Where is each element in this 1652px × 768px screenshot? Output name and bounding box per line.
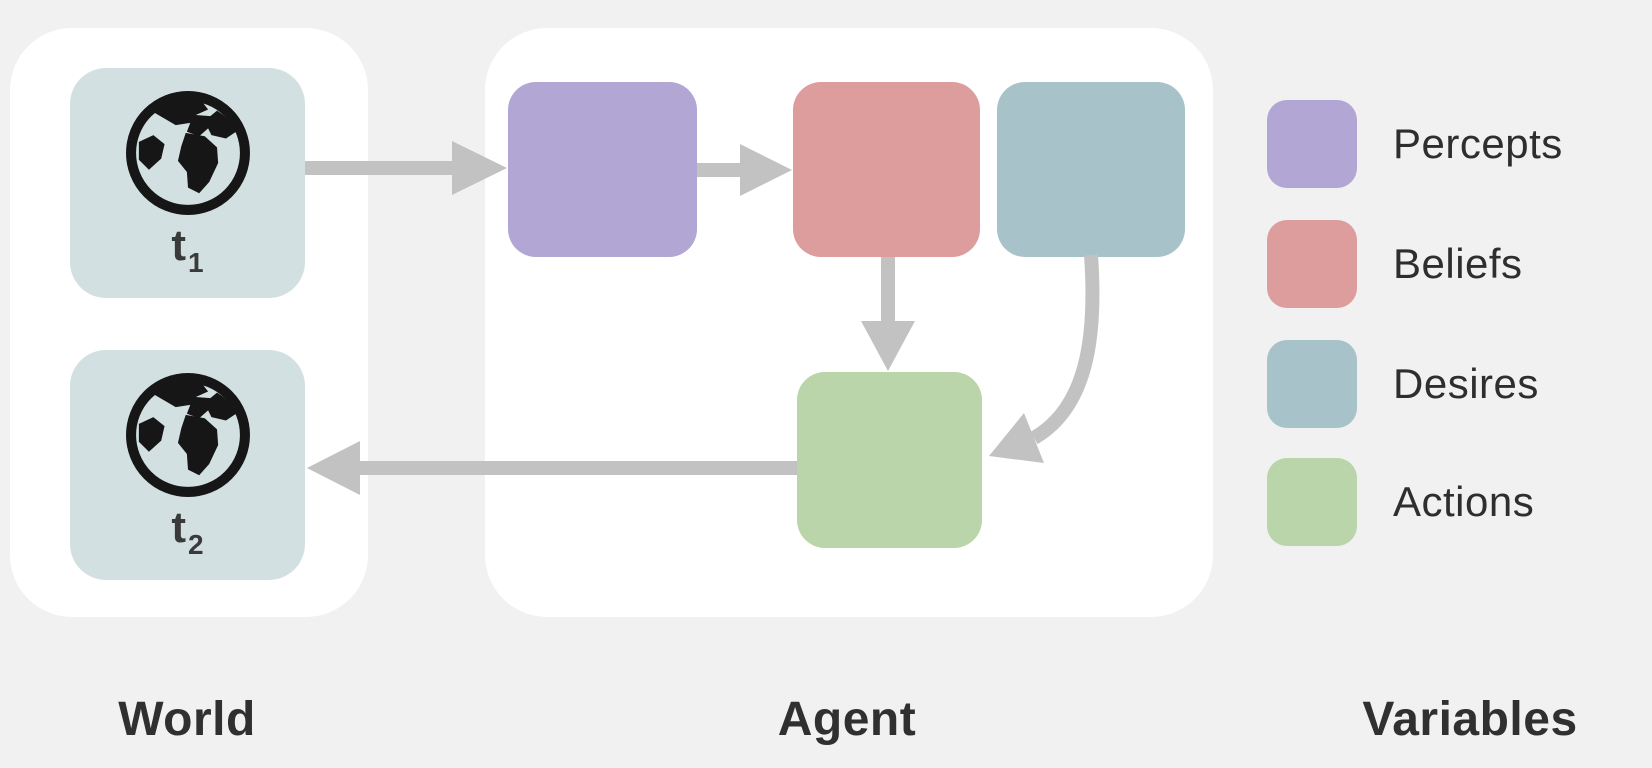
actions-node [797, 372, 982, 548]
percepts-node [508, 82, 697, 257]
beliefs-swatch [1267, 220, 1357, 308]
legend-label: Actions [1393, 478, 1535, 525]
world-state-t1: t1 [70, 68, 305, 298]
world-caption: World [118, 693, 256, 746]
globe-icon [125, 91, 250, 215]
legend-label: Desires [1393, 360, 1539, 407]
globe-icon [125, 373, 250, 497]
world-state-t2-label: t2 [171, 503, 205, 560]
desires-node [997, 82, 1185, 257]
legend-label: Beliefs [1393, 240, 1523, 287]
world-state-t2: t2 [70, 350, 305, 580]
percepts-swatch [1267, 100, 1357, 188]
world-state-t1-label: t1 [171, 221, 205, 278]
beliefs-node [793, 82, 980, 257]
legend-item-percepts: Percepts [1267, 100, 1647, 188]
agent-caption: Agent [777, 693, 917, 746]
legend-item-desires: Desires [1267, 340, 1647, 428]
legend-label: Percepts [1393, 120, 1563, 167]
variables-caption: Variables [1362, 693, 1578, 746]
actions-swatch [1267, 458, 1357, 546]
desires-swatch [1267, 340, 1357, 428]
legend-item-actions: Actions [1267, 458, 1647, 546]
legend-item-beliefs: Beliefs [1267, 220, 1647, 308]
